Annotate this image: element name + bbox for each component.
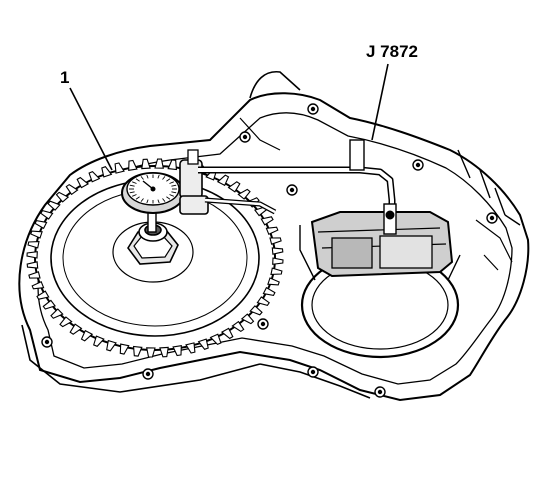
dial-tick — [169, 181, 174, 184]
gear-tooth — [141, 158, 151, 170]
gear-tooth — [28, 271, 41, 279]
gear-tooth — [256, 296, 270, 307]
gear-tooth — [36, 290, 50, 300]
callout-label-tool: J 7872 — [366, 42, 418, 61]
gear-tooth — [237, 188, 251, 200]
dial-tick — [129, 191, 135, 194]
gear-tooth — [59, 316, 73, 328]
gear-tooth — [42, 299, 57, 310]
gear-tooth — [220, 327, 234, 340]
dial-tick — [157, 199, 160, 204]
dial-tick — [162, 198, 166, 202]
gear-tooth — [267, 277, 280, 286]
dial-tick — [135, 196, 140, 200]
dial-tick — [162, 176, 166, 180]
gear-tooth — [270, 267, 283, 275]
gear-tooth — [209, 333, 222, 346]
gear-tooth — [47, 200, 61, 211]
gear-tooth — [50, 308, 64, 319]
gear-tooth — [216, 174, 230, 187]
gear-tooth — [240, 313, 255, 325]
leader-lines — [69, 63, 389, 171]
gear-tooth — [27, 241, 40, 249]
dial-indicator — [121, 149, 209, 233]
gear-tooth — [26, 251, 38, 259]
dial-tick — [171, 184, 177, 187]
dial-tick — [146, 199, 149, 204]
gear-tooth — [65, 183, 79, 196]
gear-tooth — [227, 181, 241, 193]
gear-tooth — [262, 286, 276, 297]
gear-tooth — [26, 261, 39, 269]
callout-label-1: 1 — [60, 68, 70, 87]
leader-line-tool — [371, 63, 389, 141]
dial-tick — [129, 184, 135, 187]
gear-tooth — [133, 345, 143, 357]
gear-tooth — [269, 237, 282, 245]
dial-tick — [132, 194, 137, 197]
dial-tick — [135, 178, 140, 182]
gear-tooth — [265, 226, 279, 236]
pinion-nut — [127, 222, 179, 265]
dial-tick — [146, 174, 149, 179]
dial-tick — [132, 181, 137, 184]
gear-tooth — [260, 216, 274, 226]
gear-tooth — [106, 339, 117, 352]
tool-j7872 — [198, 139, 454, 278]
gear-tooth — [271, 247, 284, 255]
gear-tooth — [76, 176, 90, 189]
gear-tooth — [167, 159, 177, 171]
gear-tooth — [197, 338, 209, 350]
gear-tooth — [249, 305, 263, 316]
dial-tick — [166, 178, 171, 182]
dial-tick — [166, 196, 171, 200]
gear-tooth — [272, 257, 284, 265]
gear-tooth — [146, 347, 156, 358]
gear-tooth — [128, 159, 138, 171]
gear-tooth — [101, 166, 113, 178]
gear-tooth — [154, 158, 164, 169]
dial-tick — [157, 174, 160, 179]
gear-tooth — [172, 345, 182, 357]
dial-tick — [140, 198, 144, 202]
dial-tick — [140, 176, 144, 180]
gear-tooth — [80, 329, 94, 342]
gear-tooth — [69, 323, 83, 335]
gear-tooth — [114, 162, 125, 174]
gear-tooth — [40, 209, 54, 220]
leader-line-1 — [69, 87, 113, 171]
gear-tooth — [93, 335, 105, 347]
dial-tick — [169, 194, 174, 197]
gear-tooth — [55, 191, 70, 203]
gear-tooth — [88, 170, 101, 183]
gear-tooth — [231, 320, 245, 333]
gear-tooth — [30, 230, 43, 239]
dial-scale-ticks — [129, 174, 177, 204]
gear-tooth — [185, 342, 196, 354]
gear-tooth — [119, 343, 130, 355]
gear-tooth — [31, 280, 45, 290]
gear-tooth — [159, 346, 169, 358]
gear-tooth — [34, 219, 48, 230]
dial-tick — [171, 191, 177, 194]
